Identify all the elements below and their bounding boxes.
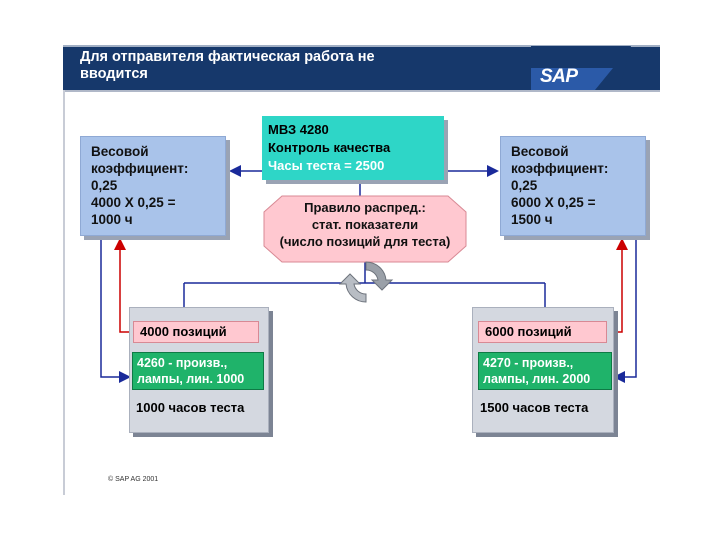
weight-right-line-3: 0,25: [511, 178, 538, 193]
weight-left-line-1: Весовой: [91, 144, 149, 159]
weight-right-line-5: 1500 ч: [511, 212, 553, 227]
sap-logo-shape: [531, 46, 631, 90]
weight-left-line-3: 0,25: [91, 178, 118, 193]
positions-tag-left: 4000 позиций: [133, 321, 259, 343]
left-red-arrow: [114, 238, 133, 333]
mvz-line-2: Контроль качества: [268, 140, 391, 155]
mvz-4280-box: МВЗ 4280 Контроль качества Часы теста = …: [262, 116, 444, 180]
positions-tag-right: 6000 позиций: [478, 321, 607, 343]
cost-center-4270-label: 4270 - произв., лампы, лин. 2000: [478, 352, 612, 390]
header-underline: [63, 90, 660, 92]
weight-right-line-4: 6000 X 0,25 =: [511, 195, 596, 210]
rule-text: Правило распред.: стат. показатели (числ…: [264, 199, 466, 250]
test-hours-right: 1500 часов теста: [480, 400, 589, 415]
cc-4260-line-2: лампы, лин. 1000: [137, 372, 245, 386]
cc-4260-line-1: 4260 - произв.,: [137, 356, 228, 370]
title-line-1: Для отправителя фактическая работа не: [80, 49, 375, 65]
test-hours-left: 1000 часов теста: [136, 400, 245, 415]
left-blue-arrow: [100, 240, 131, 383]
weight-box-left: Весовой коэффициент: 0,25 4000 X 0,25 = …: [80, 136, 226, 236]
weight-left-line-2: коэффициент:: [91, 161, 189, 176]
weight-left-line-4: 4000 X 0,25 =: [91, 195, 176, 210]
mvz-line-3: Часы теста = 2500: [268, 158, 385, 173]
rule-line-3: (число позиций для теста): [279, 234, 451, 249]
cc-4270-line-1: 4270 - произв.,: [483, 356, 574, 370]
right-red-arrow: [611, 238, 628, 333]
weight-right-line-1: Весовой: [511, 144, 569, 159]
cc-4270-line-2: лампы, лин. 2000: [483, 372, 591, 386]
page-title: Для отправителя фактическая работа не вв…: [80, 49, 500, 83]
rule-line-2: стат. показатели: [311, 217, 419, 232]
title-line-2: вводится: [80, 66, 148, 82]
cost-center-4260-label: 4260 - произв., лампы, лин. 1000: [132, 352, 264, 390]
weight-box-right: Весовой коэффициент: 0,25 6000 X 0,25 = …: [500, 136, 646, 236]
weight-right-line-2: коэффициент:: [511, 161, 609, 176]
circular-arrows-icon: [338, 261, 394, 303]
weight-left-line-5: 1000 ч: [91, 212, 133, 227]
left-margin-rule: [63, 90, 65, 495]
rule-line-1: Правило распред.:: [304, 200, 426, 215]
mvz-line-1: МВЗ 4280: [268, 122, 329, 137]
header-divider: [63, 45, 660, 47]
right-blue-arrow: [613, 240, 637, 383]
copyright-text: © SAP AG 2001: [108, 476, 159, 483]
sap-logo-text: SAP: [540, 66, 578, 87]
